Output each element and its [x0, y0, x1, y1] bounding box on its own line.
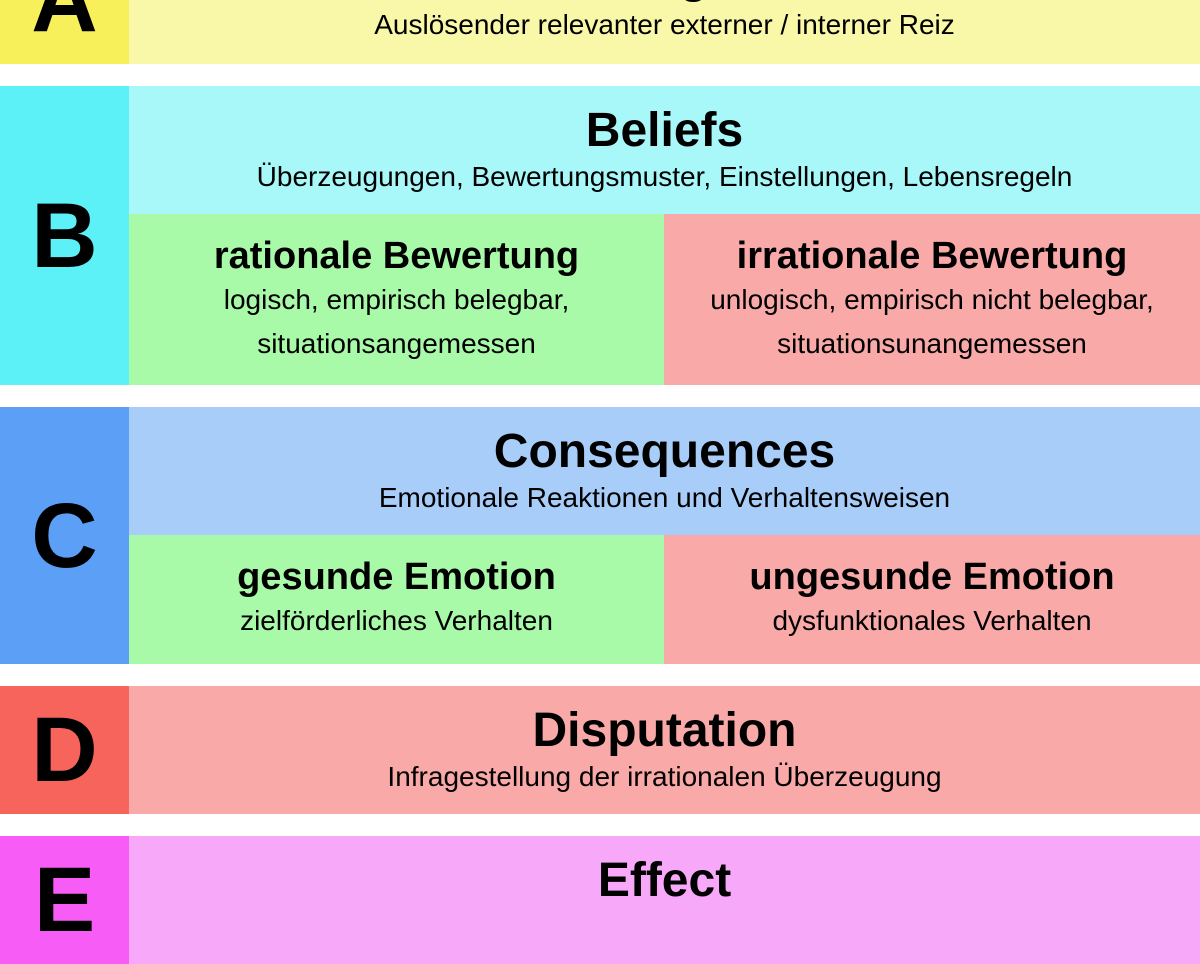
letter-c: C — [0, 407, 129, 664]
section-b-subtitle: Überzeugungen, Bewertungsmuster, Einstel… — [256, 161, 1073, 192]
letter-b: B — [0, 86, 129, 385]
healthy-emotion-title: gesunde Emotion — [237, 556, 556, 598]
section-c-consequences: C Consequences Emotionale Reaktionen und… — [0, 407, 1200, 664]
rational-belief-title: rationale Bewertung — [213, 235, 580, 277]
section-d-title: Disputation — [532, 704, 797, 757]
section-d-disputation: D Disputation Infragestellung der irrati… — [0, 686, 1200, 814]
section-d-subtitle: Infragestellung der irrationalen Überzeu… — [387, 761, 942, 792]
section-a-activating-event: A Activating Event Auslösender relevante… — [0, 0, 1200, 64]
irrational-belief-line2: situationsunangemessen — [777, 328, 1087, 359]
section-e-effect: E Effect — [0, 836, 1200, 964]
irrational-belief-line1: unlogisch, empirisch nicht belegbar, — [710, 284, 1154, 315]
unhealthy-emotion-line1: dysfunktionales Verhalten — [772, 605, 1092, 636]
irrational-belief-box: irrationale Bewertung unlogisch, empiris… — [664, 214, 1200, 385]
letter-e: E — [0, 836, 129, 964]
section-a-subtitle: Auslösender relevanter externer / intern… — [374, 9, 955, 40]
section-e-title: Effect — [597, 854, 732, 907]
unhealthy-emotion-title: ungesunde Emotion — [749, 556, 1115, 598]
healthy-emotion-line1: zielförderliches Verhalten — [240, 605, 553, 636]
section-b-title: Beliefs — [585, 104, 744, 157]
rational-belief-box: rationale Bewertung logisch, empirisch b… — [129, 214, 664, 385]
section-a-title: Activating Event — [129, 0, 1200, 4]
healthy-emotion-box: gesunde Emotion zielförderliches Verhalt… — [129, 535, 664, 664]
section-c-subtitle: Emotionale Reaktionen und Verhaltensweis… — [378, 482, 951, 513]
rational-belief-line2: situationsangemessen — [257, 328, 536, 359]
letter-d: D — [0, 686, 129, 814]
section-b-beliefs: B Beliefs Überzeugungen, Bewertungsmuste… — [0, 86, 1200, 385]
unhealthy-emotion-box: ungesunde Emotion dysfunktionales Verhal… — [664, 535, 1200, 664]
section-c-title: Consequences — [493, 425, 836, 478]
irrational-belief-title: irrationale Bewertung — [736, 235, 1128, 277]
rational-belief-line1: logisch, empirisch belegbar, — [223, 284, 570, 315]
letter-a: A — [0, 0, 129, 64]
